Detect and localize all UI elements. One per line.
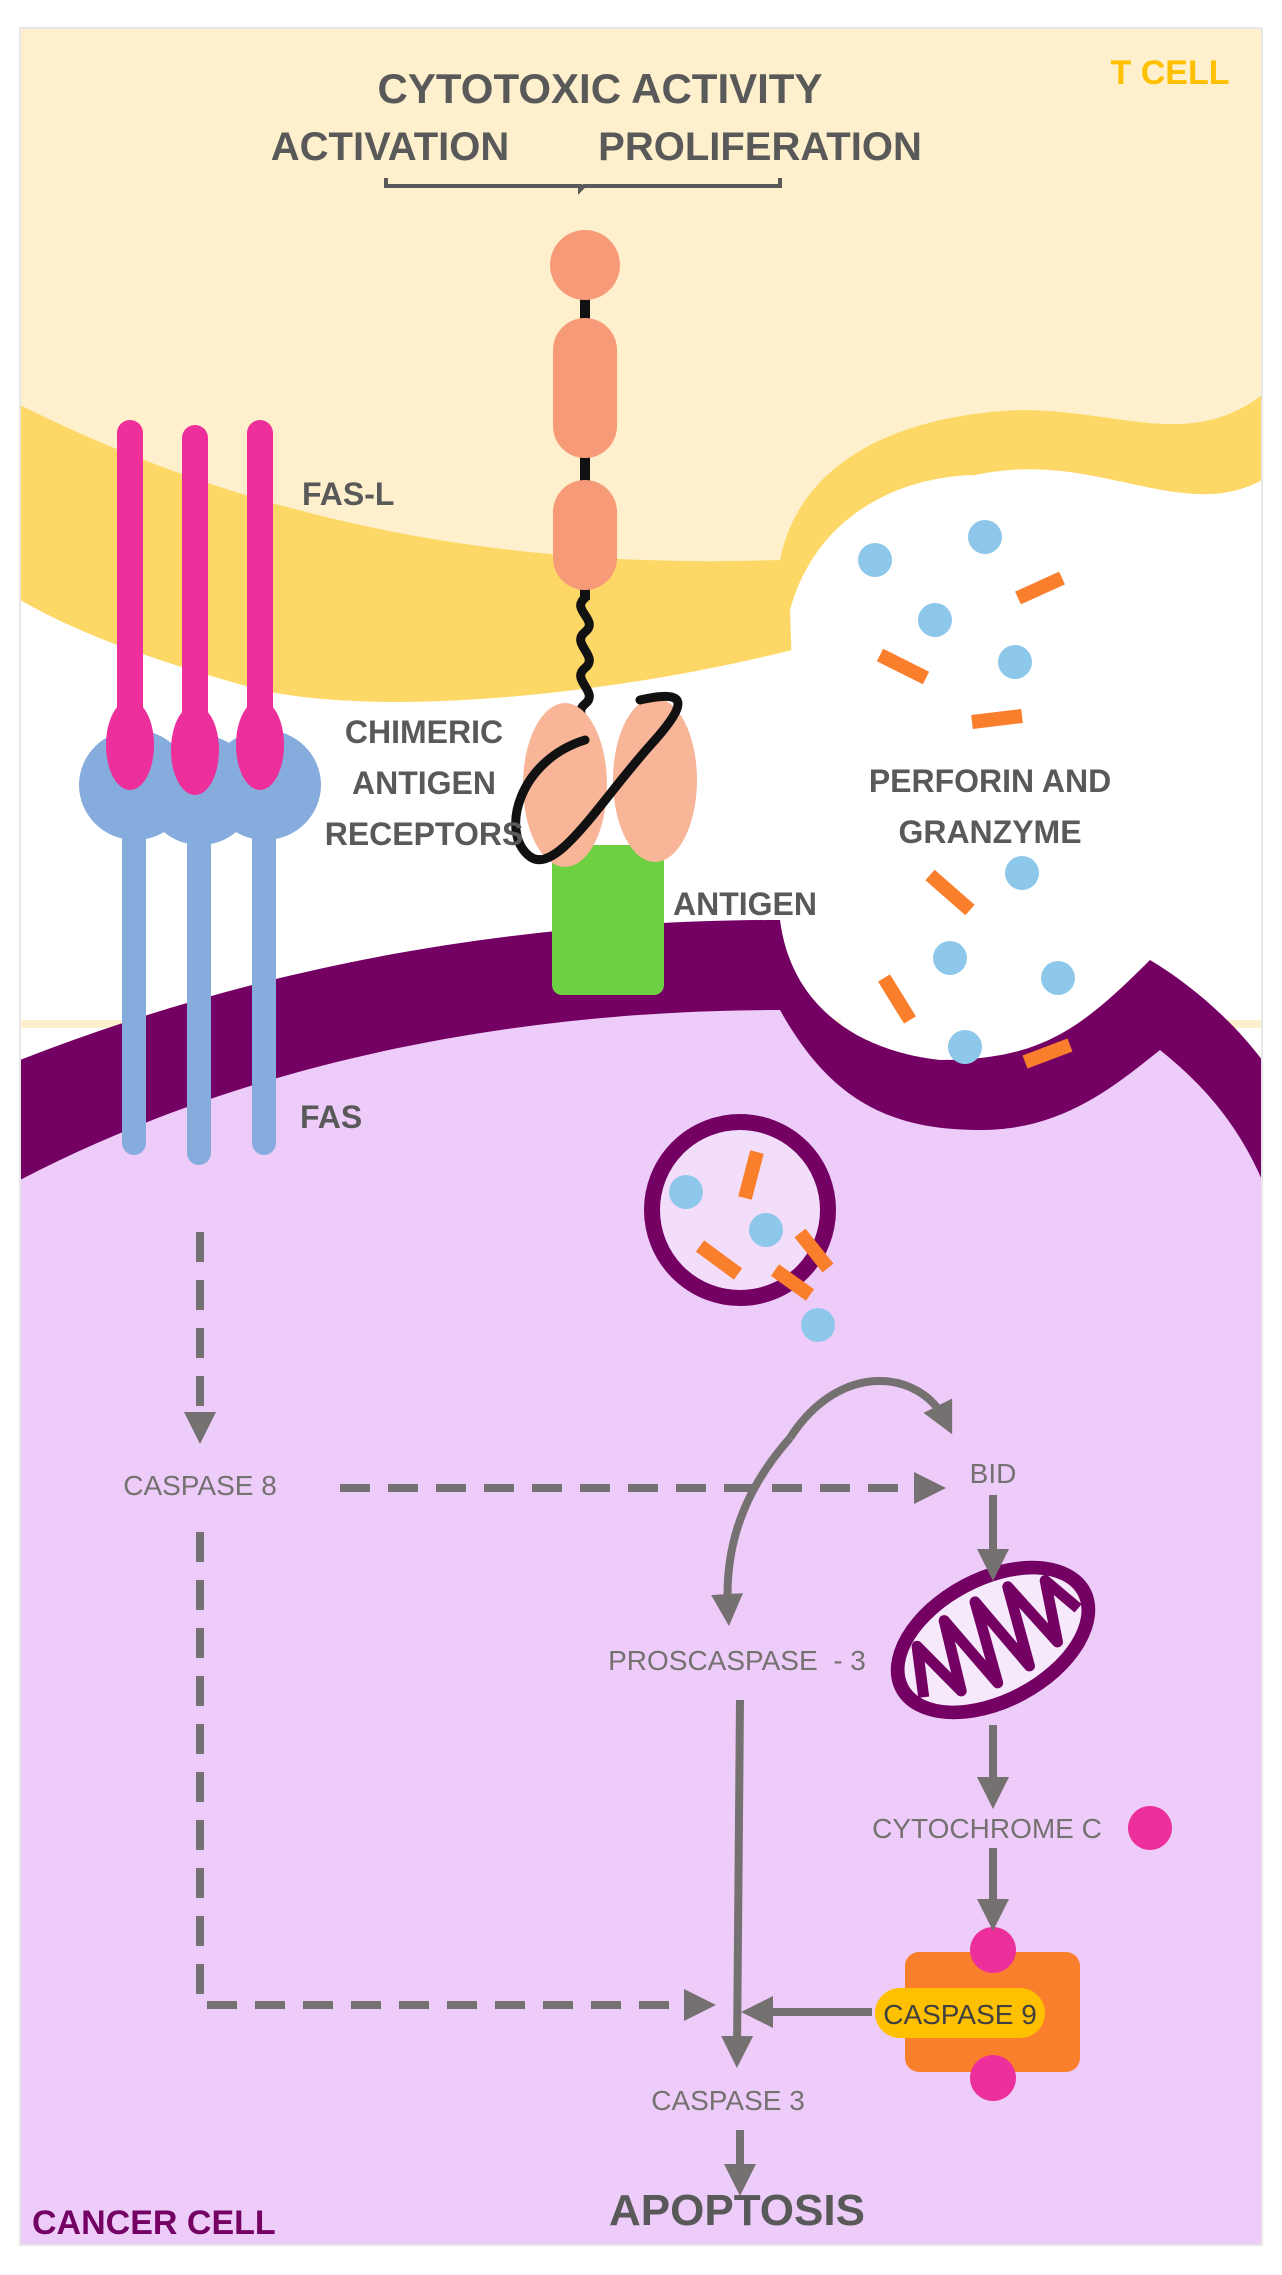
cytochrome-c-dot [1128, 1806, 1172, 1850]
pathway-arrows [184, 1232, 1009, 2196]
perforin-label-2: GRANZYME [898, 814, 1081, 850]
cytochrome-c-label: CYTOCHROME C [872, 1813, 1102, 1844]
arrow-caspase8-to-caspase3 [196, 1532, 716, 2021]
proliferation-label: PROLIFERATION [598, 125, 922, 169]
car-label-2: ANTIGEN [352, 765, 496, 801]
caspase9-cytochrome-bottom [970, 2055, 1016, 2101]
fas-ligands [106, 420, 284, 795]
activation-label: ACTIVATION [271, 125, 510, 169]
caspase9-label: CASPASE 9 [883, 1999, 1037, 2030]
cytotoxic-activity-label: CYTOTOXIC ACTIVITY [378, 65, 823, 112]
caspase9-pill [875, 1988, 1045, 2038]
bid-label: BID [970, 1458, 1017, 1489]
procaspase3-label: PROSCASPASE - 3 [608, 1645, 866, 1676]
caspase8-label: CASPASE 8 [123, 1470, 277, 1501]
mitochondrion [890, 1560, 1096, 1720]
title-brace [384, 178, 782, 195]
antigen-label: ANTIGEN [673, 886, 817, 922]
arrow-procaspase3-to-caspase3 [721, 1699, 754, 2068]
caspase3-label: CASPASE 3 [651, 2085, 805, 2116]
t-cell-membrane [20, 395, 1262, 702]
perforin-granzyme-pocket [790, 475, 1160, 1080]
cancer-cell-label: CANCER CELL [32, 2204, 276, 2242]
chimeric-antigen-receptor [550, 230, 620, 745]
arrow-granzyme-to-procaspase3 [711, 1435, 793, 1626]
car-scfv-right [613, 698, 697, 862]
car-linker-loop [511, 691, 683, 865]
caspase9-cytochrome-top [970, 1927, 1016, 1973]
cancer-cell-cytoplasm [20, 1010, 1262, 2245]
fas-l-label: FAS-L [302, 476, 394, 512]
released-granzyme-dot [801, 1308, 835, 1342]
antigen [552, 845, 664, 995]
endocytic-vesicle [644, 1114, 836, 1306]
arrow-granzyme-to-bid [786, 1377, 953, 1441]
car-label-3: RECEPTORS [325, 816, 524, 852]
car-label-1: CHIMERIC [345, 714, 503, 750]
t-cell-label: T CELL [1111, 54, 1230, 92]
apoptosis-label: APOPTOSIS [609, 2186, 865, 2235]
perforin-granules [858, 520, 1075, 1064]
fas-label: FAS [300, 1099, 362, 1135]
perforin-label-1: PERFORIN AND [869, 763, 1111, 799]
granzyme-bars [876, 571, 1073, 1069]
diagram-frame [19, 27, 1263, 2246]
